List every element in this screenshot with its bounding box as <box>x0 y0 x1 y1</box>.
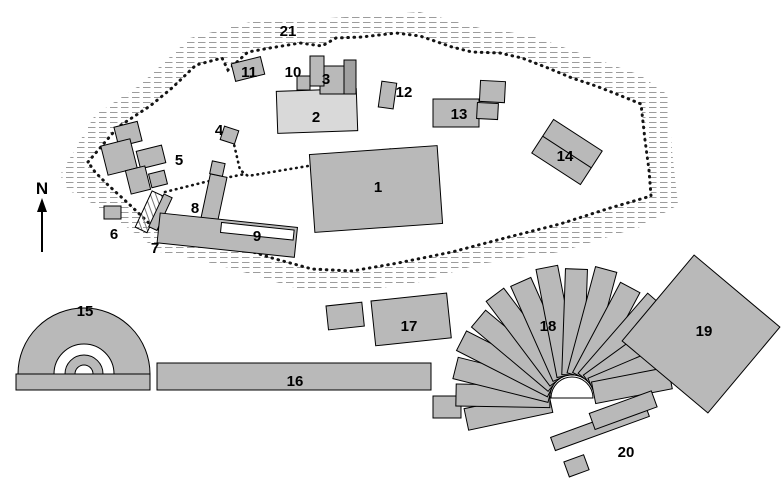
building-3b <box>309 55 325 87</box>
label-6: 6 <box>110 226 118 243</box>
label-7: 7 <box>151 240 159 257</box>
label-11: 11 <box>241 64 257 81</box>
building-20 <box>549 390 658 478</box>
label-8: 8 <box>191 200 199 217</box>
label-19: 19 <box>696 323 713 340</box>
label-4: 4 <box>215 122 224 139</box>
label-18: 18 <box>540 318 557 335</box>
orchestra <box>550 376 594 399</box>
building-16 <box>156 362 432 391</box>
building-15 <box>15 307 151 391</box>
building-8b <box>209 160 226 177</box>
building-13c <box>476 101 499 121</box>
label-12: 12 <box>396 84 413 101</box>
label-14: 14 <box>557 148 574 165</box>
label-16: 16 <box>287 373 304 390</box>
building-5 <box>100 120 169 195</box>
label-15: 15 <box>77 303 94 320</box>
building-9 <box>156 212 299 258</box>
building-6 <box>103 205 122 220</box>
building-11 <box>230 56 266 82</box>
building-14 <box>531 118 603 186</box>
label-13: 13 <box>451 106 468 123</box>
building-16b <box>432 395 462 419</box>
building-12 <box>377 80 398 110</box>
building-2 <box>275 88 359 134</box>
label-5: 5 <box>175 152 183 169</box>
label-20: 20 <box>618 444 635 461</box>
label-10: 10 <box>285 64 302 81</box>
building-13a <box>432 98 480 128</box>
label-9: 9 <box>253 228 261 245</box>
building-13b <box>478 79 507 104</box>
north-arrow <box>37 198 47 252</box>
label-1: 1 <box>374 179 382 196</box>
building-3c <box>343 59 357 95</box>
inner-path-dotted-2 <box>163 172 247 194</box>
label-17: 17 <box>401 318 418 335</box>
inner-path-dotted <box>231 138 395 178</box>
building-1 <box>308 145 444 233</box>
label-3: 3 <box>322 71 330 88</box>
building-19 <box>621 254 781 414</box>
building-17b <box>325 301 365 331</box>
north-label: N <box>36 179 48 198</box>
label-21: 21 <box>280 23 297 40</box>
building-17 <box>370 292 452 347</box>
building-4 <box>219 125 240 145</box>
label-2: 2 <box>312 109 320 126</box>
building-10 <box>296 75 311 91</box>
